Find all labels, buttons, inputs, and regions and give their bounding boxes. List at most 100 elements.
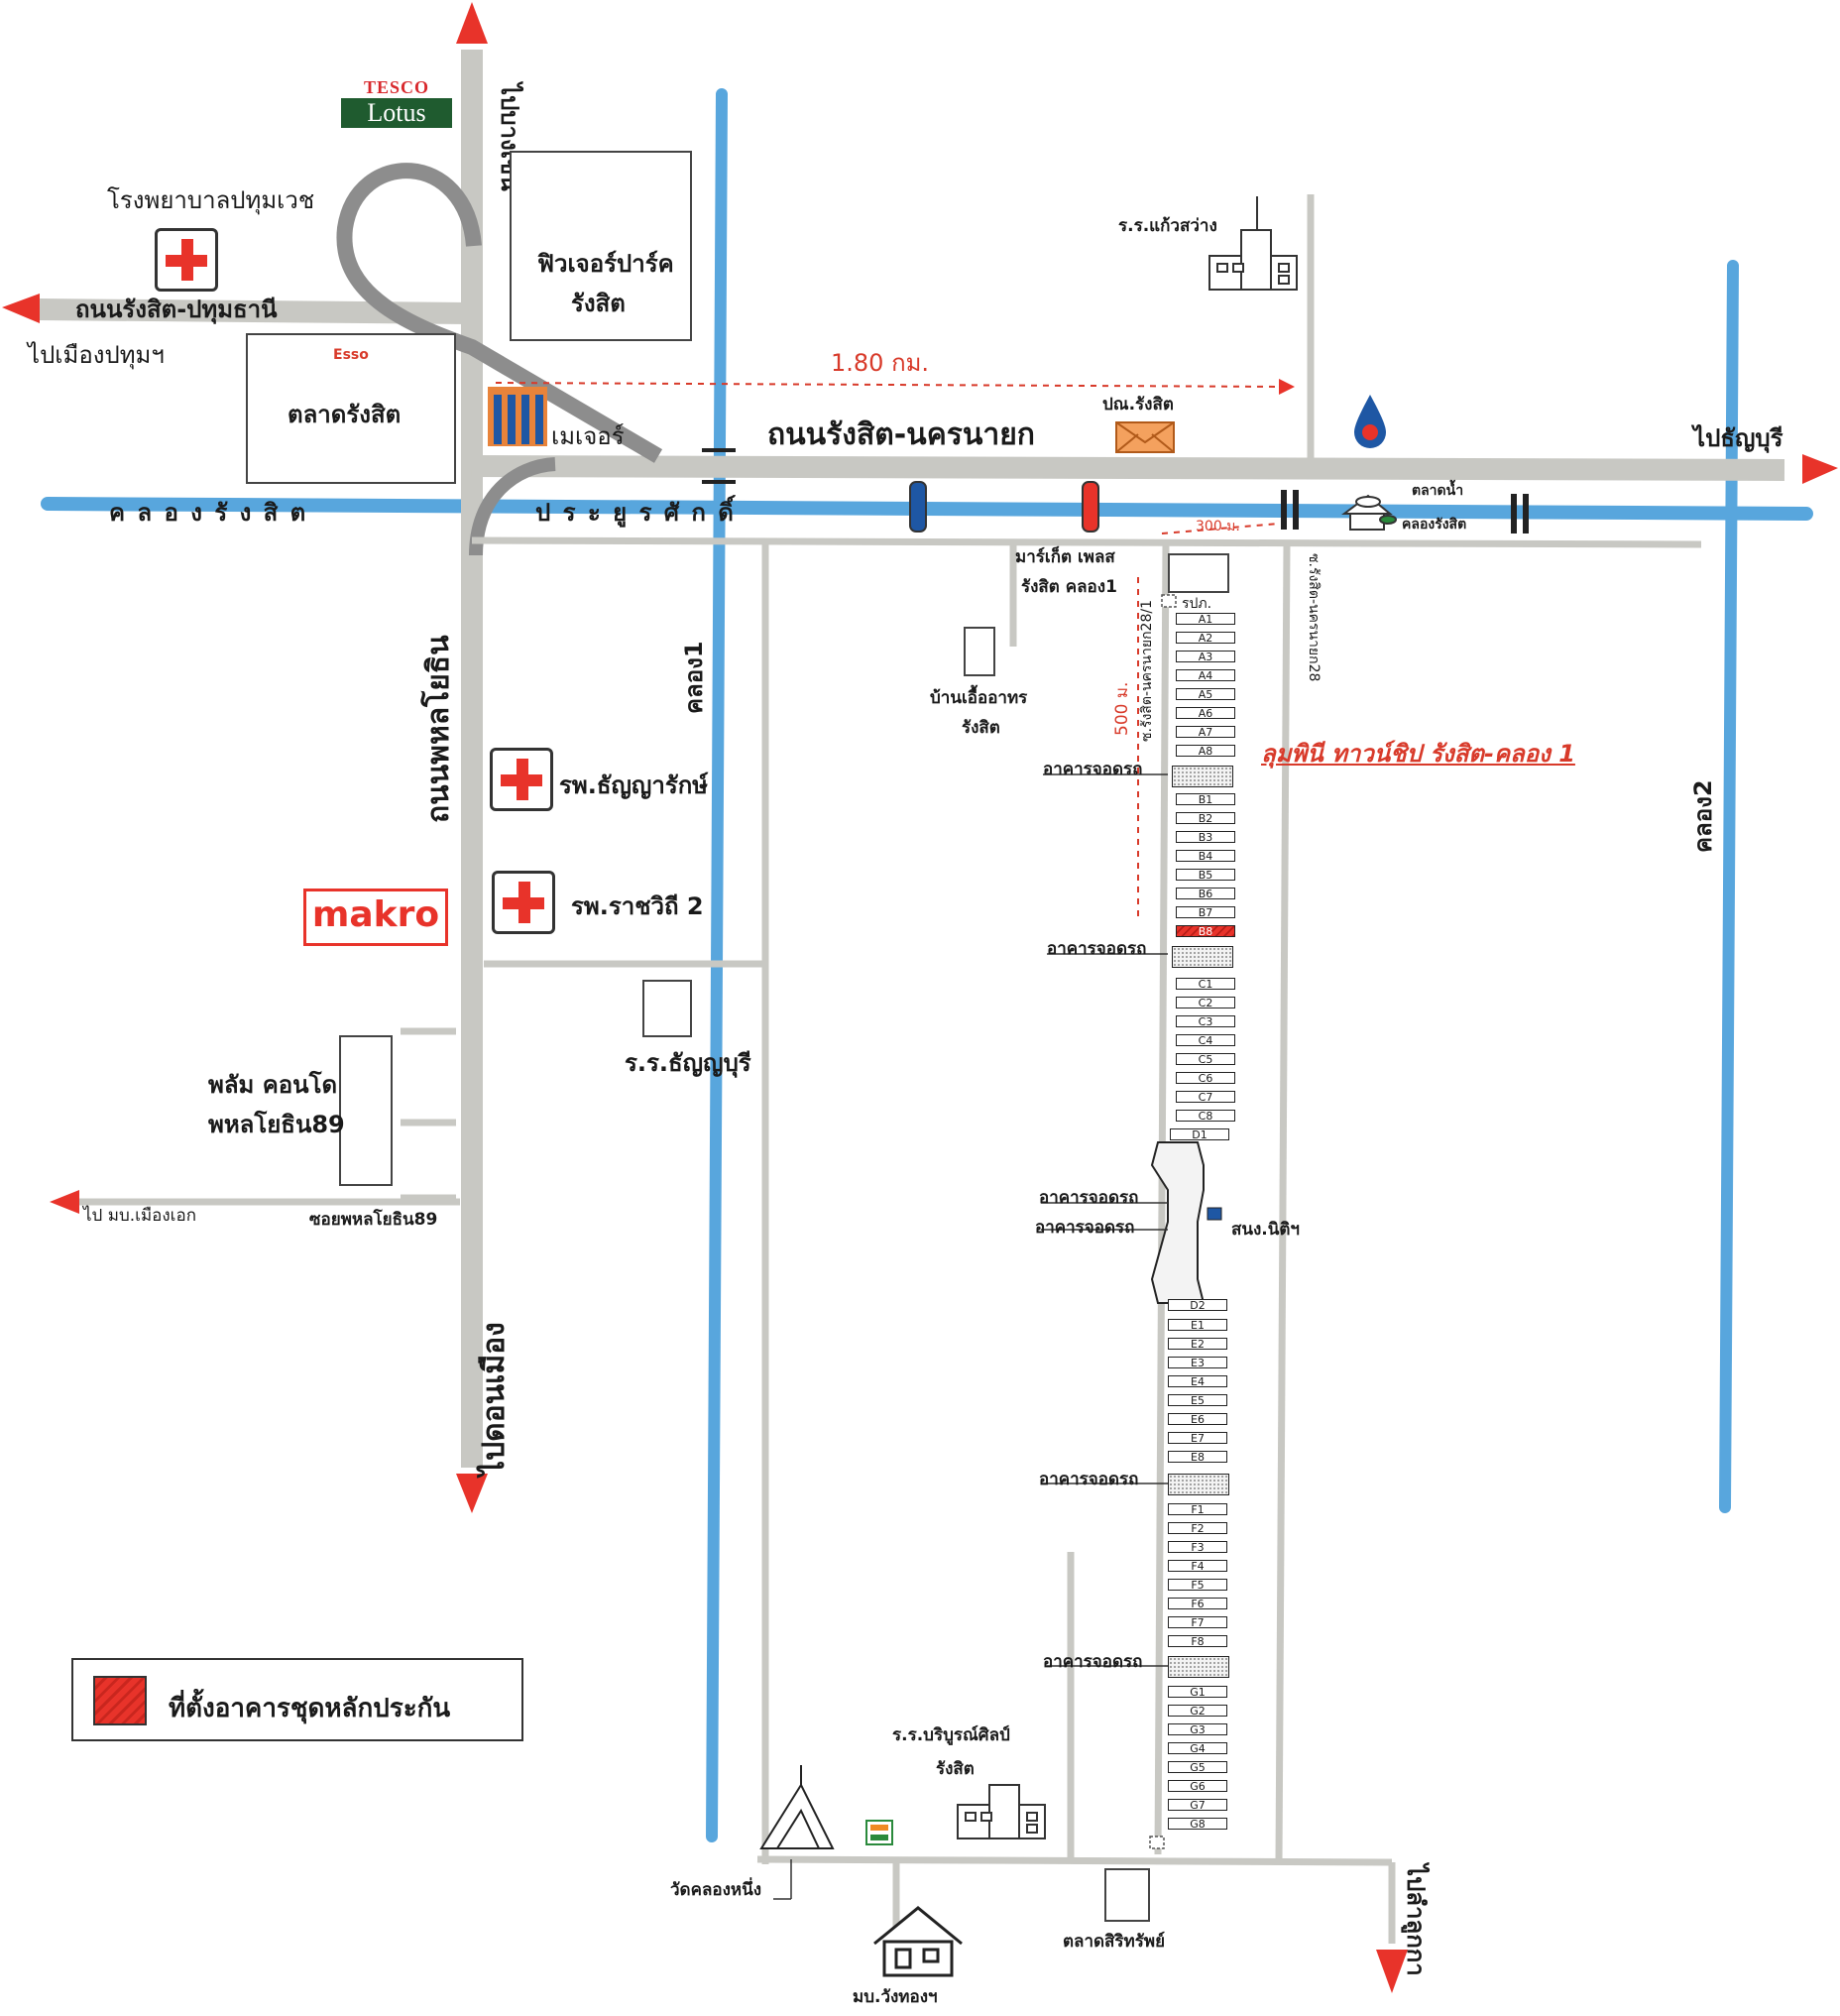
unit-g8: G8 xyxy=(1168,1818,1227,1831)
sirisap-market-label: ตลาดสิริทรัพย์ xyxy=(1063,1932,1166,1952)
arrow-north xyxy=(456,2,488,44)
future-park-label-1: ฟิวเจอร์ปาร์ค xyxy=(537,250,674,278)
floating-market-icon xyxy=(1341,494,1397,531)
parking-block-4 xyxy=(1168,1656,1229,1678)
parking-label-2: อาคารจอดรถ xyxy=(1047,939,1147,959)
soi-phahonyothin-89-label: ซอยพหลโยธิน89 xyxy=(309,1210,438,1230)
unit-f3: F3 xyxy=(1168,1541,1227,1554)
boriboon-school-icon xyxy=(957,1784,1046,1839)
unit-b8: B8 xyxy=(1176,925,1235,938)
arrow-south-lamlukka xyxy=(1376,1950,1408,1993)
phahonyothin-road-label: ถนนพหลโยธิน xyxy=(421,635,456,823)
thanyarak-hospital-label: รพ.ธัญญารักษ์ xyxy=(559,771,709,799)
unit-c4: C4 xyxy=(1176,1034,1235,1047)
plum-condo-box xyxy=(339,1035,393,1186)
future-park-label-2: รังสิต xyxy=(571,290,626,317)
unit-b6: B6 xyxy=(1176,888,1235,900)
rangsit-pathum-road-label: ถนนรังสิต-ปทุมธานี xyxy=(75,296,278,323)
juristic-office-label: สนง.นิติฯ xyxy=(1231,1220,1300,1240)
house-icon xyxy=(873,1906,963,1977)
parking-label-3: อาคารจอดรถ xyxy=(1039,1188,1139,1208)
unit-g4: G4 xyxy=(1168,1742,1227,1755)
tesco-text: TESCO xyxy=(363,77,430,97)
rajavithi2-hospital-cross-icon xyxy=(492,871,555,934)
interchange-loop xyxy=(336,163,663,463)
parking-block-3 xyxy=(1168,1474,1229,1495)
plum-condo-label-1: พลัม คอนโด xyxy=(208,1071,338,1099)
unit-e5: E5 xyxy=(1168,1394,1227,1407)
rangsit-post-label: ปณ.รังสิต xyxy=(1102,395,1174,415)
rajavithi2-hospital-label: รพ.ราชวิถี 2 xyxy=(571,892,704,920)
kaew-sawang-school-icon xyxy=(1208,196,1298,291)
major-cineplex-icon xyxy=(488,387,547,446)
parking-label-6: อาคารจอดรถ xyxy=(1043,1652,1143,1672)
interchange-ramp xyxy=(469,457,556,556)
unit-c7: C7 xyxy=(1176,1091,1235,1104)
to-muangake-label: ไป มบ.เมืองเอก xyxy=(83,1206,196,1226)
khlong-rangsit-label: ค ล อ ง รั ง สิ ต xyxy=(109,499,308,527)
unit-b4: B4 xyxy=(1176,850,1235,863)
unit-a2: A2 xyxy=(1176,632,1235,645)
unit-b5: B5 xyxy=(1176,869,1235,882)
rangsit-nakhonnayok-road-label: ถนนรังสิต-นครนายก xyxy=(767,417,1035,452)
unit-e8: E8 xyxy=(1168,1451,1227,1464)
soi-28-label: ซ.รังสิต-นครนายก28 xyxy=(1306,553,1322,682)
unit-g1: G1 xyxy=(1168,1686,1227,1699)
parking-block-2 xyxy=(1172,946,1233,968)
unit-e2: E2 xyxy=(1168,1338,1227,1351)
floating-market-label-2: คลองรังสิต xyxy=(1402,517,1467,533)
unit-e6: E6 xyxy=(1168,1413,1227,1426)
unit-c8: C8 xyxy=(1176,1110,1235,1123)
mb-wangthong-label: มบ.วังทองฯ xyxy=(853,1987,938,2007)
distance-1-80km: 1.80 กม. xyxy=(831,349,930,377)
sirisap-market-box xyxy=(1104,1868,1150,1922)
ban-uea-arthorn-label-1: บ้านเอื้ออาทร xyxy=(930,688,1028,708)
wat-khlong-nueng-label: วัดคลองหนึ่ง xyxy=(670,1880,762,1900)
pathumvej-hospital-cross-icon xyxy=(155,228,218,292)
boriboon-school-label-1: ร.ร.บริบูรณ์ศิลป์ xyxy=(892,1725,1010,1745)
thanyaburi-school-label: ร.ร.ธัญญบุรี xyxy=(625,1049,751,1077)
unit-b3: B3 xyxy=(1176,831,1235,844)
unit-e4: E4 xyxy=(1168,1375,1227,1388)
esso-text: Esso xyxy=(333,347,369,363)
distance-300m: 300 ม. xyxy=(1196,519,1240,534)
bridges xyxy=(702,448,1529,534)
market-place-label-1: มาร์เก็ต เพลส xyxy=(1015,547,1115,567)
unit-g6: G6 xyxy=(1168,1780,1227,1793)
unit-g5: G5 xyxy=(1168,1761,1227,1774)
unit-c1: C1 xyxy=(1176,978,1235,991)
parking-label-5: อาคารจอดรถ xyxy=(1039,1470,1139,1489)
unit-a7: A7 xyxy=(1176,726,1235,739)
parking-label-4: อาคารจอดรถ xyxy=(1035,1218,1135,1238)
makro-logo: makro xyxy=(303,889,448,946)
unit-a6: A6 xyxy=(1176,707,1235,720)
plum-condo-label-2: พหลโยธิน89 xyxy=(208,1111,345,1138)
legend-swatch xyxy=(93,1676,147,1725)
unit-a8: A8 xyxy=(1176,745,1235,758)
market-place-box xyxy=(1168,553,1229,593)
leader-lines xyxy=(773,773,1168,1900)
thanyarak-hospital-cross-icon xyxy=(490,748,553,811)
arrow-west xyxy=(2,294,40,323)
distance-lines xyxy=(495,378,1295,917)
temple-icon xyxy=(759,1765,835,1849)
unit-f2: F2 xyxy=(1168,1522,1227,1535)
lumpini-township-label: ลุมพินี ทาวน์ชิป รังสิต-คลอง 1 xyxy=(1261,740,1575,768)
future-park-box xyxy=(510,151,692,341)
distance-500m: 500 ม. xyxy=(1112,681,1132,736)
lotus-text: Lotus xyxy=(341,98,452,128)
unit-f8: F8 xyxy=(1168,1635,1227,1648)
market-place-label-2: รังสิต คลอง1 xyxy=(1021,577,1117,597)
unit-c5: C5 xyxy=(1176,1053,1235,1066)
guard-label: รปภ. xyxy=(1182,596,1212,612)
unit-a5: A5 xyxy=(1176,688,1235,701)
unit-a1: A1 xyxy=(1176,613,1235,626)
rangsit-nakhonnayok-road xyxy=(471,455,1785,481)
legend: ที่ตั้งอาคารชุดหลักประกัน xyxy=(71,1658,523,1741)
parking-block-1 xyxy=(1172,766,1233,787)
unit-e3: E3 xyxy=(1168,1357,1227,1369)
unit-f7: F7 xyxy=(1168,1616,1227,1629)
kaew-sawang-school-label: ร.ร.แก้วสว่าง xyxy=(1118,216,1217,236)
